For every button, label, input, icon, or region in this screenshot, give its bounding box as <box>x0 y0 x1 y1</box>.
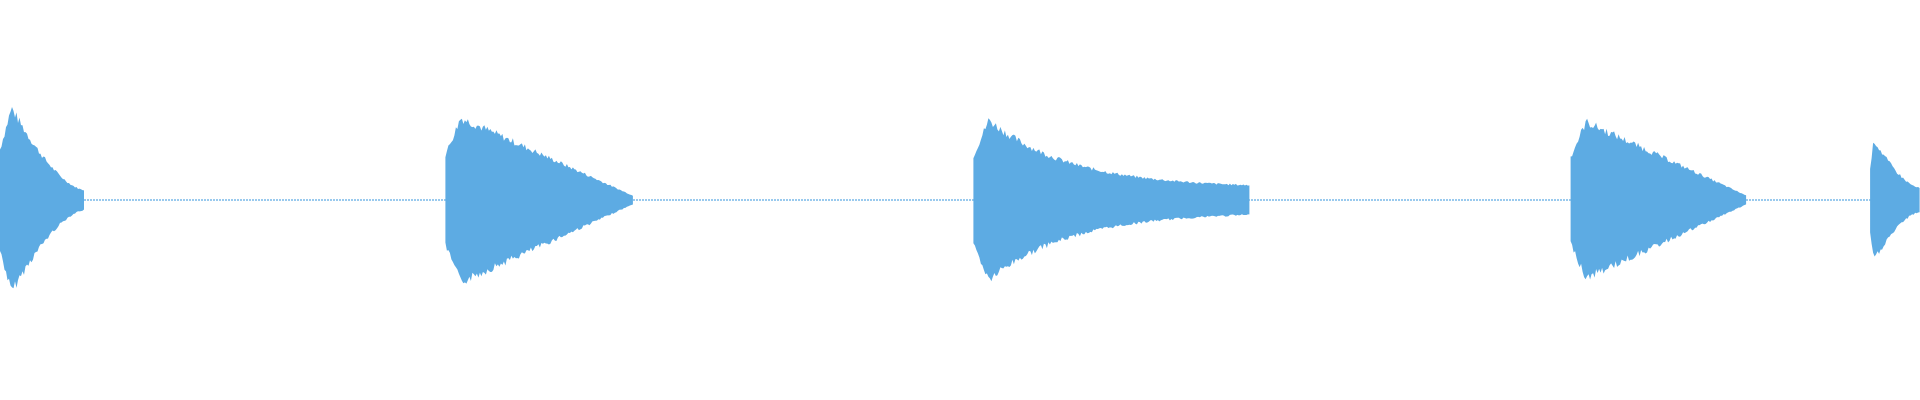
waveform-segment-5 <box>1870 142 1920 257</box>
waveform-segment-1 <box>0 107 84 289</box>
waveform-segment-2 <box>445 118 633 284</box>
waveform-segment-3 <box>973 118 1250 282</box>
waveform-segment-4 <box>1570 118 1747 280</box>
